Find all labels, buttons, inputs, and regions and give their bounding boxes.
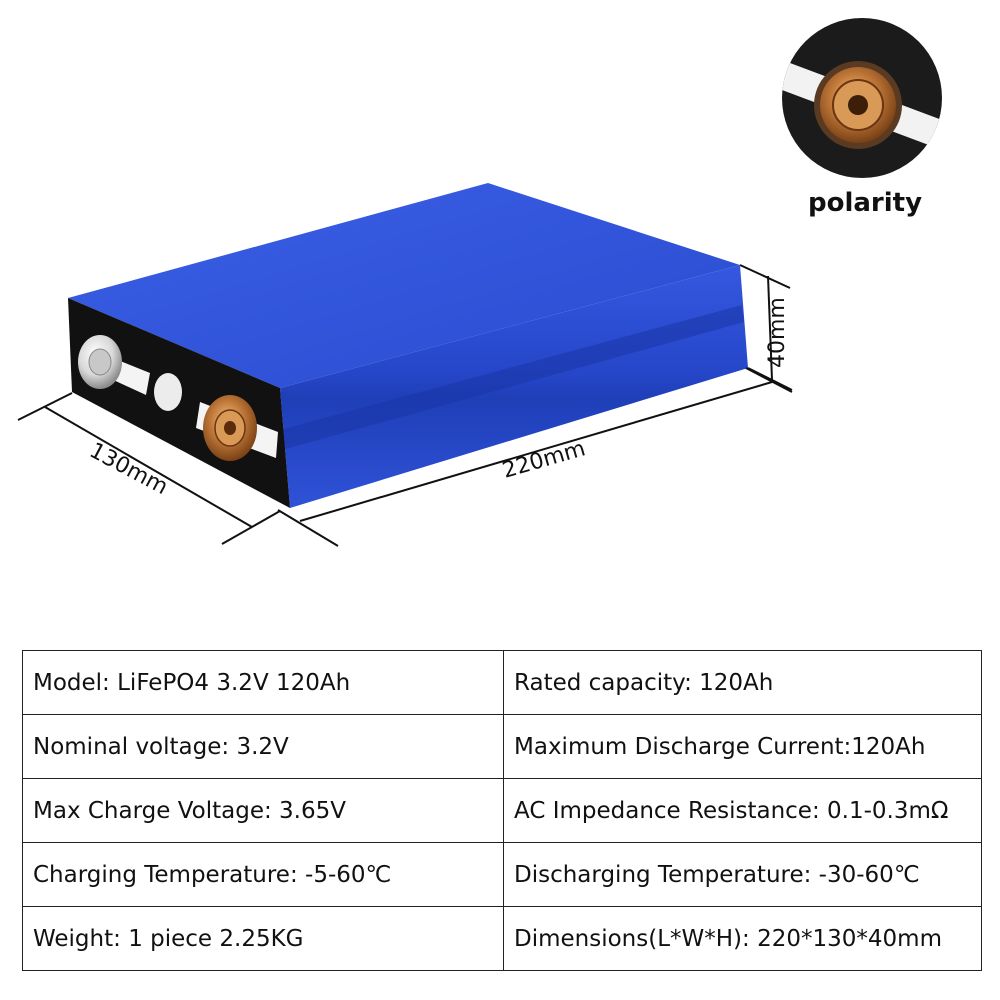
polarity-closeup: [782, 18, 942, 178]
battery-illustration: 130mm 220mm 40mm: [17, 18, 942, 547]
height-dimension-label: 40mm: [765, 297, 790, 368]
table-row: Model: LiFePO4 3.2V 120Ah Rated capacity…: [22, 650, 982, 715]
spec-cell: Discharging Temperature: -30-60℃: [503, 842, 982, 907]
polarity-label: polarity: [807, 188, 923, 218]
spec-table: Model: LiFePO4 3.2V 120Ah Rated capacity…: [22, 650, 982, 971]
spec-cell: AC Impedance Resistance: 0.1-0.3mΩ: [503, 778, 982, 843]
spec-cell: Charging Temperature: -5-60℃: [22, 842, 504, 907]
spec-cell: Rated capacity: 120Ah: [503, 650, 982, 715]
battery-top-face: [68, 183, 740, 388]
battery-side-face: [280, 265, 748, 508]
spec-cell: Max Charge Voltage: 3.65V: [22, 778, 504, 843]
table-row: Nominal voltage: 3.2V Maximum Discharge …: [22, 714, 982, 779]
table-row: Weight: 1 piece 2.25KG Dimensions(L*W*H)…: [22, 906, 982, 971]
spec-cell: Dimensions(L*W*H): 220*130*40mm: [503, 906, 982, 971]
spec-cell: Model: LiFePO4 3.2V 120Ah: [22, 650, 504, 715]
spec-cell: Weight: 1 piece 2.25KG: [22, 906, 504, 971]
battery-side-stripe: [280, 305, 744, 450]
copper-terminal-icon: [196, 395, 278, 461]
spec-cell: Nominal voltage: 3.2V: [22, 714, 504, 779]
spec-cell: Maximum Discharge Current:120Ah: [503, 714, 982, 779]
silver-terminal-icon: [78, 335, 150, 395]
table-row: Charging Temperature: -5-60℃ Discharging…: [22, 842, 982, 907]
length-dimension-label: 220mm: [500, 436, 588, 483]
vent-icon: [154, 373, 182, 411]
width-dimension-label: 130mm: [85, 438, 172, 500]
table-row: Max Charge Voltage: 3.65V AC Impedance R…: [22, 778, 982, 843]
